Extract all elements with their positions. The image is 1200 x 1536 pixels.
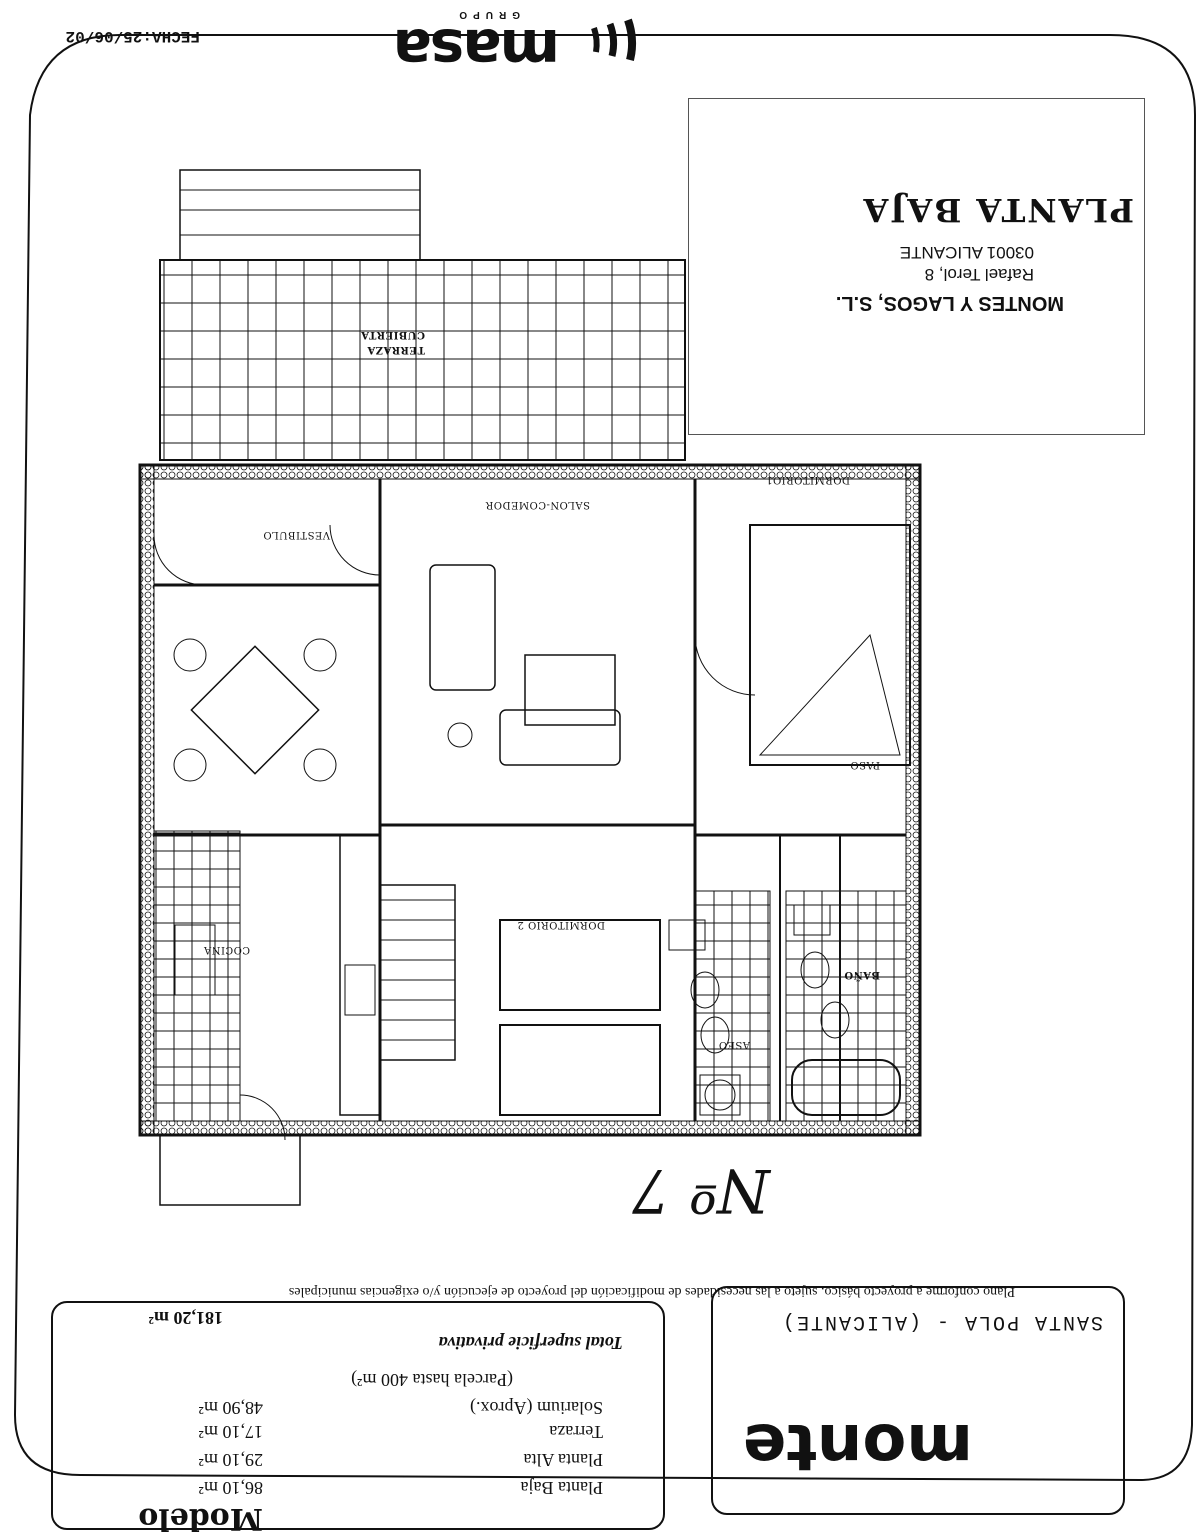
label-vestibulo: VESTIBULO <box>262 529 330 540</box>
row-solarium-value: 48,90 m² <box>198 1398 263 1418</box>
row-planta-baja-label: Planta Baja <box>520 1478 603 1498</box>
label-cocina: COCINA <box>203 944 250 955</box>
label-aseo: ASEO <box>718 1039 750 1050</box>
handwritten-number: Nº 7 <box>632 1155 770 1225</box>
bed-dormitorio2-b <box>499 919 661 1011</box>
label-paso: PASO <box>849 759 880 770</box>
label-cubierta: CUBIERTA <box>360 329 425 340</box>
label-salon: SALON-COMEDOR <box>485 499 590 510</box>
bathtub <box>791 1059 901 1116</box>
kitchen-counter <box>339 834 381 1116</box>
label-dormitorio1: DORMITORIO1 <box>765 474 850 485</box>
lamp <box>447 722 473 748</box>
label-terraza: TERRAZA <box>366 344 425 355</box>
masa-wave-icon <box>591 18 637 61</box>
bed-dormitorio2-a <box>499 1024 661 1116</box>
row-solarium-label: Solarium (Aprox.) <box>470 1398 603 1418</box>
entry-steps <box>179 169 421 261</box>
row-planta-baja-value: 86,10 m² <box>198 1478 263 1498</box>
stairs <box>379 884 456 1061</box>
model-label: Modelo <box>138 1501 263 1536</box>
row-terraza-value: 17,10 m² <box>198 1422 263 1442</box>
label-dormitorio2: DORMITORIO 2 <box>516 919 605 930</box>
brand-logo: monte <box>742 1409 973 1483</box>
sofa-bottom <box>499 709 621 766</box>
coffee-table <box>524 654 616 726</box>
brand-location: SANTA POLA - (ALICANTE) <box>780 1310 1103 1333</box>
bed-dormitorio1 <box>749 524 911 766</box>
total-label: Total superficie privativa <box>438 1333 623 1353</box>
label-bano: BAÑO <box>843 969 880 980</box>
total-value: 181,20 m² <box>148 1308 223 1328</box>
dining-table <box>190 645 320 775</box>
kitchen-sink <box>174 924 216 996</box>
aseo-tiles <box>694 890 771 1122</box>
back-steps <box>159 1134 301 1206</box>
row-planta-alta-value: 29,10 m² <box>198 1450 263 1470</box>
cocina-tiles <box>153 830 241 1122</box>
bano-tiles <box>785 890 907 1122</box>
sofa-right <box>429 564 496 691</box>
row-terraza-label: Terraza <box>549 1422 603 1442</box>
row-parcela-label: (Parcela hasta 400 m²) <box>351 1370 513 1390</box>
brand-box: monte SANTA POLA - (ALICANTE) <box>711 1286 1125 1515</box>
terrace-tiles <box>159 259 686 461</box>
areas-box: Modelo Planta Baja 86,10 m² Planta Alta … <box>51 1301 665 1536</box>
row-planta-alta-label: Planta Alta <box>523 1450 604 1470</box>
